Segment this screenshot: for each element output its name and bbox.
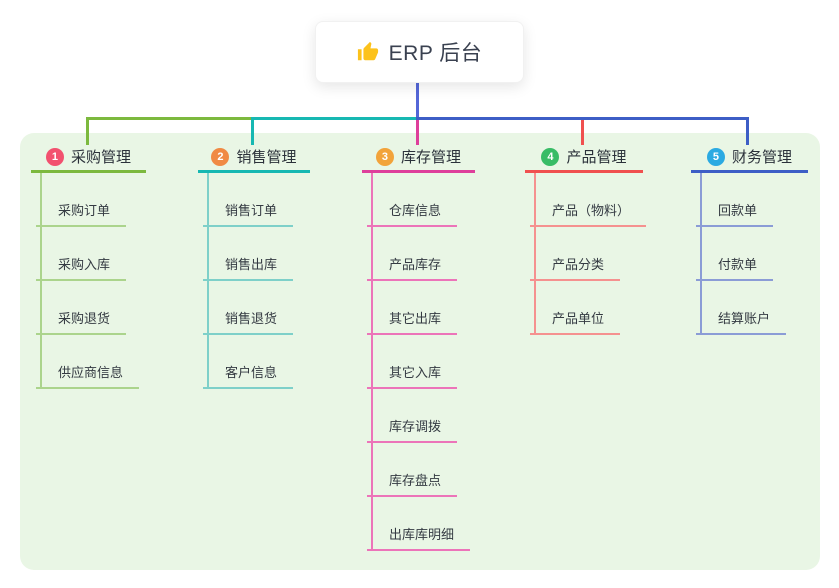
branch-spine-line — [371, 173, 373, 551]
branch-label: 财务管理 — [731, 149, 792, 166]
child-node[interactable]: 结算账户 — [696, 281, 787, 335]
branch-sales: 2 销售管理 销售订单 销售出库 销售退货 客户信息 — [198, 143, 310, 389]
branch-label: 采购管理 — [70, 149, 131, 166]
child-node[interactable]: 仓库信息 — [367, 173, 458, 227]
trunk-segment-finance — [416, 117, 749, 120]
child-node[interactable]: 其它出库 — [367, 281, 458, 335]
branch-number-badge: 4 — [541, 147, 560, 166]
branch-label: 库存管理 — [400, 149, 461, 166]
branch-spine-line — [40, 173, 42, 389]
child-node[interactable]: 产品库存 — [367, 227, 458, 281]
branch-number-badge: 5 — [706, 147, 725, 166]
child-node[interactable]: 采购订单 — [36, 173, 127, 227]
branch-label: 产品管理 — [566, 149, 627, 166]
branch-node-product[interactable]: 4 产品管理 — [525, 143, 643, 173]
branch-children-inventory: 仓库信息 产品库存 其它出库 其它入库 库存调拨 库存盘点 出库库明细 — [367, 173, 471, 551]
child-node[interactable]: 回款单 — [696, 173, 774, 227]
child-node[interactable]: 销售退货 — [203, 281, 294, 335]
child-node[interactable]: 库存调拨 — [367, 389, 458, 443]
child-node[interactable]: 产品分类 — [530, 227, 621, 281]
branch-finance: 5 财务管理 回款单 付款单 结算账户 — [691, 143, 808, 335]
branch-label: 销售管理 — [236, 149, 297, 166]
root-connector-line — [416, 83, 419, 119]
child-node[interactable]: 客户信息 — [203, 335, 294, 389]
branch-drop-sales — [251, 120, 254, 145]
trunk-segment-procurement — [86, 117, 253, 120]
branch-children-product: 产品（物料） 产品分类 产品单位 — [530, 173, 647, 335]
child-node[interactable]: 销售订单 — [203, 173, 294, 227]
branch-drop-finance — [746, 117, 749, 145]
branch-node-sales[interactable]: 2 销售管理 — [198, 143, 310, 173]
child-node[interactable]: 供应商信息 — [36, 335, 140, 389]
branch-children-sales: 销售订单 销售出库 销售退货 客户信息 — [203, 173, 294, 389]
branch-children-finance: 回款单 付款单 结算账户 — [696, 173, 787, 335]
child-node[interactable]: 其它入库 — [367, 335, 458, 389]
branch-number-badge: 1 — [45, 147, 64, 166]
branch-number-badge: 3 — [375, 147, 394, 166]
branch-children-procurement: 采购订单 采购入库 采购退货 供应商信息 — [36, 173, 140, 389]
branch-drop-product — [581, 120, 584, 145]
child-node[interactable]: 产品（物料） — [530, 173, 647, 227]
branch-spine-line — [207, 173, 209, 389]
branch-drop-procurement — [86, 117, 89, 145]
branch-product: 4 产品管理 产品（物料） 产品分类 产品单位 — [525, 143, 647, 335]
thumbs-up-icon — [357, 41, 379, 63]
child-node[interactable]: 采购退货 — [36, 281, 127, 335]
branch-number-badge: 2 — [211, 147, 230, 166]
branch-procurement: 1 采购管理 采购订单 采购入库 采购退货 供应商信息 — [31, 143, 146, 389]
child-node[interactable]: 产品单位 — [530, 281, 621, 335]
branch-spine-line — [534, 173, 536, 335]
child-node[interactable]: 采购入库 — [36, 227, 127, 281]
root-node-label: ERP 后台 — [388, 42, 483, 65]
branch-node-procurement[interactable]: 1 采购管理 — [31, 143, 146, 173]
child-node[interactable]: 库存盘点 — [367, 443, 458, 497]
branch-drop-inventory — [416, 120, 419, 145]
trunk-segment-sales — [251, 117, 418, 120]
child-node[interactable]: 销售出库 — [203, 227, 294, 281]
branch-node-inventory[interactable]: 3 库存管理 — [362, 143, 475, 173]
root-node-erp[interactable]: ERP 后台 — [315, 21, 524, 83]
child-node[interactable]: 出库库明细 — [367, 497, 471, 551]
branch-node-finance[interactable]: 5 财务管理 — [691, 143, 808, 173]
child-node[interactable]: 付款单 — [696, 227, 774, 281]
mindmap-background-panel — [20, 133, 820, 570]
branch-inventory: 3 库存管理 仓库信息 产品库存 其它出库 其它入库 库存调拨 库存盘点 出库库… — [362, 143, 475, 551]
branch-spine-line — [700, 173, 702, 335]
